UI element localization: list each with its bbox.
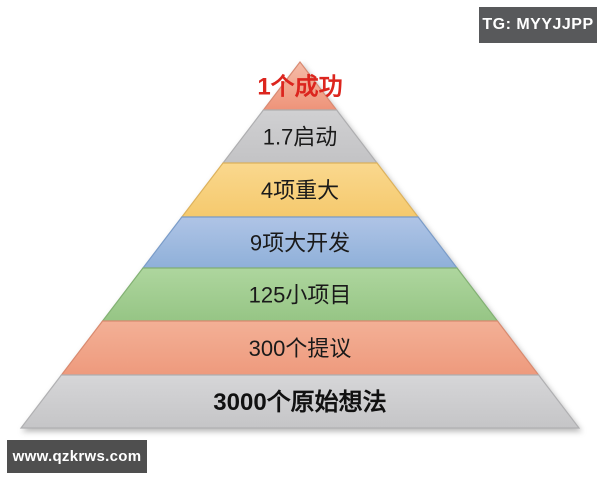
pyramid-layer-label-5: 125小项目 — [249, 282, 352, 307]
pyramid-layer-label-2: 1.7启动 — [263, 124, 338, 149]
pyramid-layer-label-6: 300个提议 — [249, 336, 352, 361]
telegram-badge: TG: MYYJJPP — [479, 7, 597, 43]
website-watermark: www.qzkrws.com — [7, 440, 147, 473]
pyramid-layer-label-7: 3000个原始想法 — [213, 389, 386, 416]
pyramid-layer-label-3: 4项重大 — [261, 178, 339, 203]
pyramid-layer-label-4: 9项大开发 — [250, 230, 350, 255]
pyramid-layer-label-1: 1个成功 — [257, 74, 342, 101]
pyramid-layer-shape-7 — [19, 374, 581, 429]
